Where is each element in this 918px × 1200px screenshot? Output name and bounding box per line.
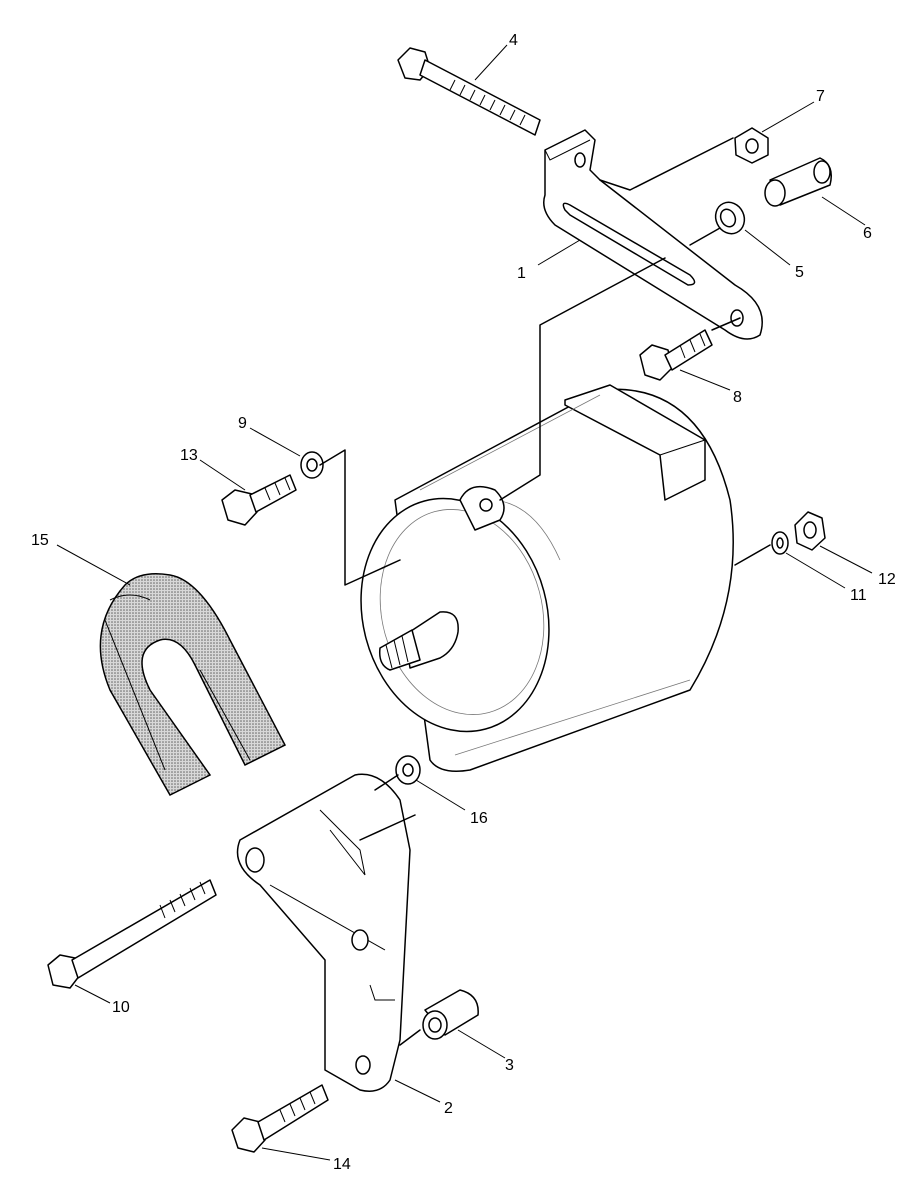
callout-14: 14 [333,1156,351,1173]
nut-12 [794,511,826,551]
callout-3: 3 [505,1057,514,1074]
callout-labels: 1 2 3 4 5 6 7 8 9 10 11 12 13 14 15 16 [31,32,896,1173]
washer-9 [300,451,324,479]
washer-5 [714,201,746,235]
bolt-bracket [639,329,713,381]
adjusting-bracket [543,129,763,340]
bolt-long-upper [397,47,541,136]
callout-2: 2 [444,1100,453,1117]
bolt-14 [231,1084,329,1153]
bolt-13 [221,474,297,526]
callout-13: 13 [180,447,198,464]
assembly-lines [319,137,771,1046]
bolt-long-lower [47,879,217,989]
callout-16: 16 [470,810,488,827]
spacer-3 [422,989,479,1040]
mounting-bracket [236,773,411,1092]
callout-5: 5 [795,264,804,281]
alternator-body [360,384,734,772]
callout-11: 11 [850,587,867,604]
callout-4: 4 [509,32,518,49]
callout-9: 9 [238,415,247,432]
callout-1: 1 [517,265,526,282]
nut-7 [734,127,769,164]
spacer-6 [764,157,832,207]
callout-leaders [56,44,873,1161]
callout-7: 7 [816,88,825,105]
callout-6: 6 [863,225,872,242]
v-belt [99,573,287,796]
callout-12: 12 [878,571,896,588]
washer-11 [771,531,789,555]
washer-16 [395,755,421,785]
callout-15: 15 [31,532,49,549]
callout-8: 8 [733,389,742,406]
callout-10: 10 [112,999,130,1016]
